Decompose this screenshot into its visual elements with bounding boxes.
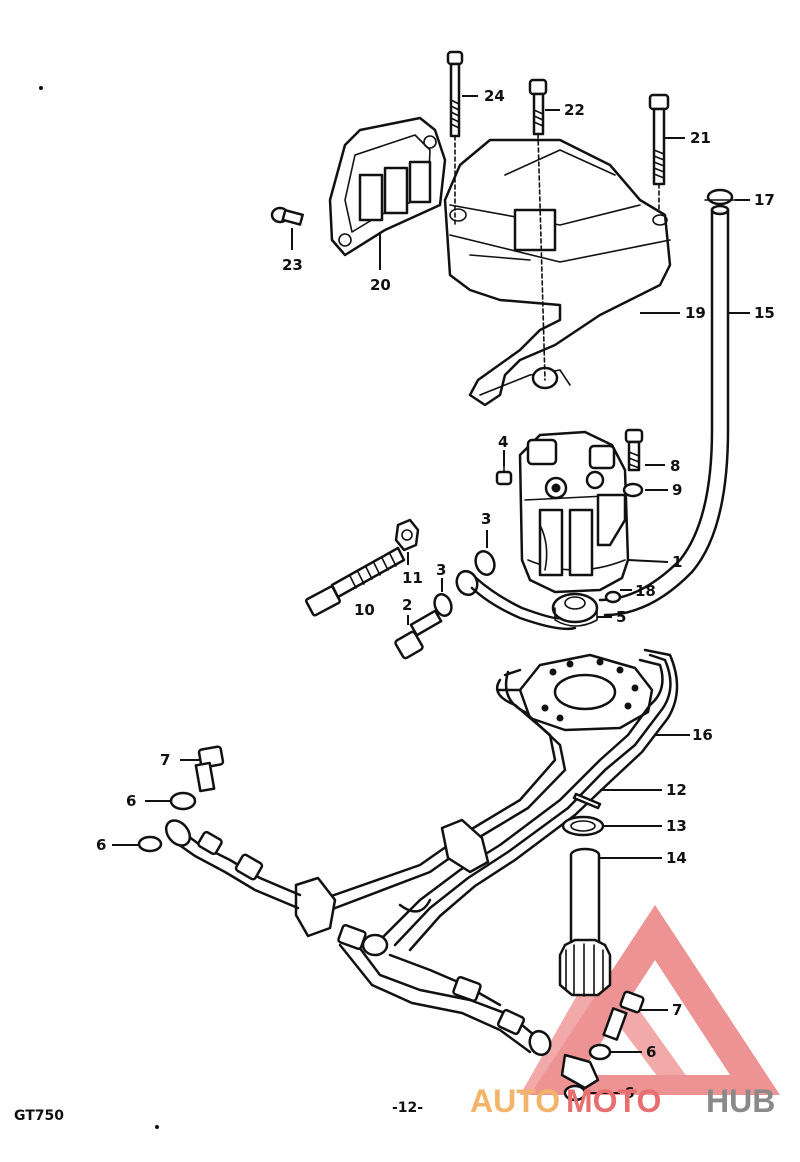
callout-22: 22	[564, 101, 585, 119]
callout-1: 1	[672, 553, 682, 571]
washer-6c	[588, 1043, 612, 1061]
callout-labels: 24 22 21 17 23 20 19 15 4 8 9 3 11 1 3 1…	[96, 87, 775, 1102]
pump-cover	[443, 138, 672, 407]
callout-10: 10	[354, 601, 375, 619]
washer-3a	[474, 550, 496, 576]
callout-3a: 3	[481, 510, 491, 528]
drive-gear-14	[558, 847, 612, 997]
speck	[39, 86, 43, 90]
washer-3b	[433, 593, 453, 617]
callout-9: 9	[672, 481, 682, 499]
watermark-auto: AUTO	[470, 1083, 560, 1119]
callout-7a: 7	[160, 751, 170, 769]
watermark-logo	[520, 905, 780, 1095]
washer-6b	[137, 835, 163, 853]
callout-4: 4	[498, 433, 508, 451]
oil-hose	[598, 204, 730, 617]
bolt-22	[528, 78, 548, 381]
pump-gear-5	[551, 592, 599, 627]
screw-4	[495, 465, 513, 486]
callout-11: 11	[402, 569, 423, 587]
bolt-21	[648, 93, 670, 213]
bolt-8	[624, 428, 644, 472]
bolt-24	[446, 50, 464, 226]
callout-7b: 7	[672, 1001, 682, 1019]
callout-24: 24	[484, 87, 505, 105]
leader-lines	[112, 95, 750, 1094]
watermark-hub: HUB	[706, 1083, 775, 1119]
banjo-bolt-7a	[194, 745, 225, 793]
callout-8: 8	[670, 457, 680, 475]
banjo-bolt-2	[394, 609, 443, 660]
callout-19: 19	[685, 304, 706, 322]
callout-2: 2	[402, 596, 412, 614]
o-ring-18	[604, 590, 622, 604]
oil-pipe-assembly	[164, 648, 679, 1090]
callout-23: 23	[282, 256, 303, 274]
oil-pump	[518, 430, 630, 594]
banjo-bolt-7b	[602, 990, 645, 1041]
callout-6c: 6	[646, 1043, 656, 1061]
callout-20: 20	[370, 276, 391, 294]
cover-bracket	[328, 116, 447, 257]
adjuster-bolt-10	[304, 546, 406, 617]
callout-17: 17	[754, 191, 775, 209]
watermark-text: AUTO MOTO HUB	[470, 1083, 775, 1119]
callout-16: 16	[692, 726, 713, 744]
model-label: GT750	[14, 1108, 64, 1124]
callout-3b: 3	[436, 561, 446, 579]
callout-6b: 6	[96, 836, 106, 854]
callout-14: 14	[666, 849, 687, 867]
washer-9	[622, 482, 644, 498]
hose-clamp	[704, 188, 736, 206]
callout-6d: 6	[624, 1084, 634, 1102]
callout-6a: 6	[126, 792, 136, 810]
watermark-moto: MOTO	[566, 1083, 661, 1119]
callout-18: 18	[635, 582, 656, 600]
pin-12	[572, 792, 602, 810]
washer-13	[561, 815, 605, 837]
speck	[155, 1125, 159, 1129]
nut-11	[394, 518, 420, 552]
callout-21: 21	[690, 129, 711, 147]
callout-12: 12	[666, 781, 687, 799]
washer-6a	[169, 791, 197, 811]
callout-13: 13	[666, 817, 687, 835]
page-number: -12-	[392, 1100, 423, 1116]
screw-23	[270, 206, 304, 250]
banjo-pipe	[455, 569, 577, 631]
callout-15: 15	[754, 304, 775, 322]
callout-5: 5	[616, 608, 626, 626]
